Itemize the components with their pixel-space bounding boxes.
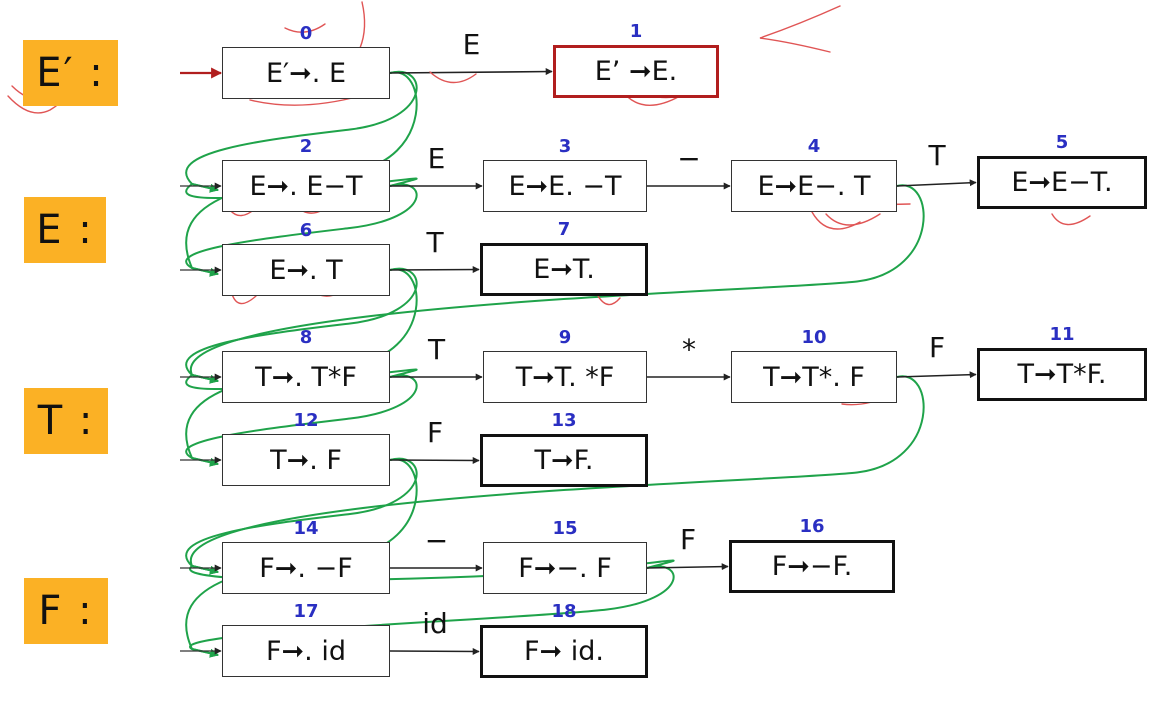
transition-arrow-0-1 <box>389 68 553 76</box>
item-state-4: E➞E−. T <box>731 160 897 212</box>
entry-arrows <box>180 67 223 655</box>
item-state-17: F➞. id <box>222 625 390 677</box>
item-state-18: F➞ id. <box>480 625 648 678</box>
epsilon-link-15-17 <box>189 565 675 658</box>
annotation-stroke-3 <box>284 23 326 33</box>
annotation-stroke-2 <box>249 95 361 106</box>
transition-arrow-17-18 <box>389 647 480 655</box>
annotation-stroke-4 <box>359 1 366 49</box>
transition-label-8-9: T <box>427 333 446 366</box>
item-state-11: T➞T*F. <box>977 348 1147 401</box>
state-number-10: 10 <box>801 327 827 348</box>
annotation-stroke-10 <box>811 211 861 230</box>
state-number-3: 3 <box>558 136 572 157</box>
state-number-0: 0 <box>299 23 313 44</box>
transition-arrow-6-7 <box>389 266 480 274</box>
transition-label-14-15: − <box>424 524 449 557</box>
annotation-stroke-15 <box>231 293 257 305</box>
transition-arrow-10-11 <box>896 371 977 379</box>
transition-label-4-5: T <box>928 138 946 172</box>
transition-arrow-15-16 <box>646 563 729 571</box>
state-number-15: 15 <box>552 518 578 539</box>
transition-label-6-7: T <box>426 225 444 259</box>
epsilon-link-0-2 <box>185 70 418 193</box>
item-state-6: E➞. T <box>222 244 390 296</box>
transition-label-12-13: F <box>426 416 444 449</box>
item-state-13: T➞F. <box>480 434 648 487</box>
state-number-14: 14 <box>293 518 319 539</box>
item-state-5: E➞E−T. <box>977 156 1147 209</box>
state-number-11: 11 <box>1049 324 1075 345</box>
epsilon-link-12-14 <box>185 457 418 575</box>
epsilon-link-2-6 <box>185 183 418 277</box>
annotation-stroke-8 <box>759 5 841 53</box>
transition-arrow-4-5 <box>896 179 977 187</box>
item-state-14: F➞. −F <box>222 542 390 594</box>
item-state-1: E’ ➞E. <box>553 45 719 98</box>
state-number-9: 9 <box>558 327 572 348</box>
item-state-3: E➞E. −T <box>483 160 647 212</box>
transition-label-3-4: − <box>677 142 701 175</box>
epsilon-link-6-8 <box>185 267 418 384</box>
state-number-7: 7 <box>557 219 571 240</box>
item-state-10: T➞T*. F <box>731 351 897 403</box>
state-number-16: 16 <box>799 516 825 537</box>
state-number-8: 8 <box>299 327 313 348</box>
nonterminal-label-e: E : <box>24 197 106 263</box>
state-number-4: 4 <box>807 136 821 157</box>
nonterminal-label-e-prime: E′ : <box>23 40 118 106</box>
item-state-9: T➞T. *F <box>483 351 647 403</box>
annotation-stroke-11 <box>825 213 881 226</box>
state-number-13: 13 <box>551 410 577 431</box>
item-state-0: E′➞. E <box>222 47 390 99</box>
transition-arrow-12-13 <box>389 456 480 464</box>
state-number-5: 5 <box>1055 132 1069 153</box>
transition-arrows <box>389 68 977 655</box>
state-number-17: 17 <box>293 601 319 622</box>
item-state-12: T➞. F <box>222 434 390 486</box>
state-number-2: 2 <box>299 136 313 157</box>
nonterminal-label-t: T : <box>24 388 108 454</box>
nonterminal-label-f: F : <box>24 578 108 644</box>
epsilon-link-8-12 <box>185 374 418 467</box>
item-state-8: T➞. T*F <box>222 351 390 403</box>
annotation-stroke-12 <box>1051 213 1091 226</box>
state-number-6: 6 <box>299 220 313 241</box>
annotation-stroke-5 <box>429 71 477 84</box>
transition-label-0-1: E <box>462 27 481 61</box>
transition-label-10-11: F <box>928 330 946 364</box>
item-state-16: F➞−F. <box>729 540 895 593</box>
transition-label-9-10: * <box>682 333 696 366</box>
state-number-18: 18 <box>551 601 577 622</box>
item-state-2: E➞. E−T <box>222 160 390 212</box>
transition-label-17-18: id <box>422 607 448 640</box>
transition-label-2-3: E <box>427 142 446 175</box>
transition-label-15-16: F <box>679 522 697 556</box>
annotation-stroke-17 <box>597 295 621 306</box>
state-number-12: 12 <box>293 410 319 431</box>
item-state-15: F➞−. F <box>483 542 647 594</box>
item-state-7: E➞T. <box>480 243 648 296</box>
state-number-1: 1 <box>629 21 643 42</box>
